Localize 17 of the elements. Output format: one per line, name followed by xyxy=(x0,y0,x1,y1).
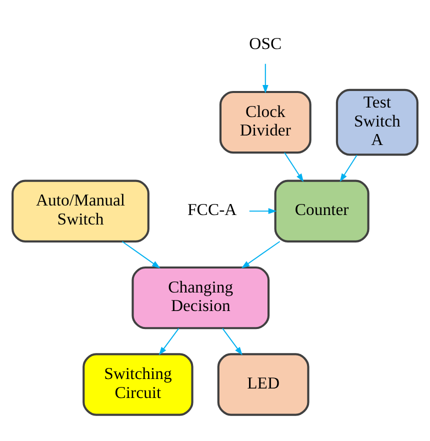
node-box: Clock Divider xyxy=(219,90,312,154)
arrow xyxy=(158,328,180,356)
node-box: Counter xyxy=(274,180,370,242)
node-box: Changing Decision xyxy=(132,266,270,330)
arrow xyxy=(122,241,160,268)
arrow xyxy=(249,208,277,214)
node-text: FCC-A xyxy=(188,200,237,220)
arrow xyxy=(340,154,358,182)
arrow xyxy=(262,64,268,94)
node-box: Test Switch A xyxy=(336,88,418,156)
node-box: Switching Circuit xyxy=(82,353,194,416)
node-box: LED xyxy=(217,353,310,416)
arrow xyxy=(222,328,242,356)
arrow xyxy=(284,152,304,182)
node-text: OSC xyxy=(249,34,282,53)
node-box: Auto/Manual Switch xyxy=(12,180,150,242)
arrow xyxy=(241,241,280,268)
